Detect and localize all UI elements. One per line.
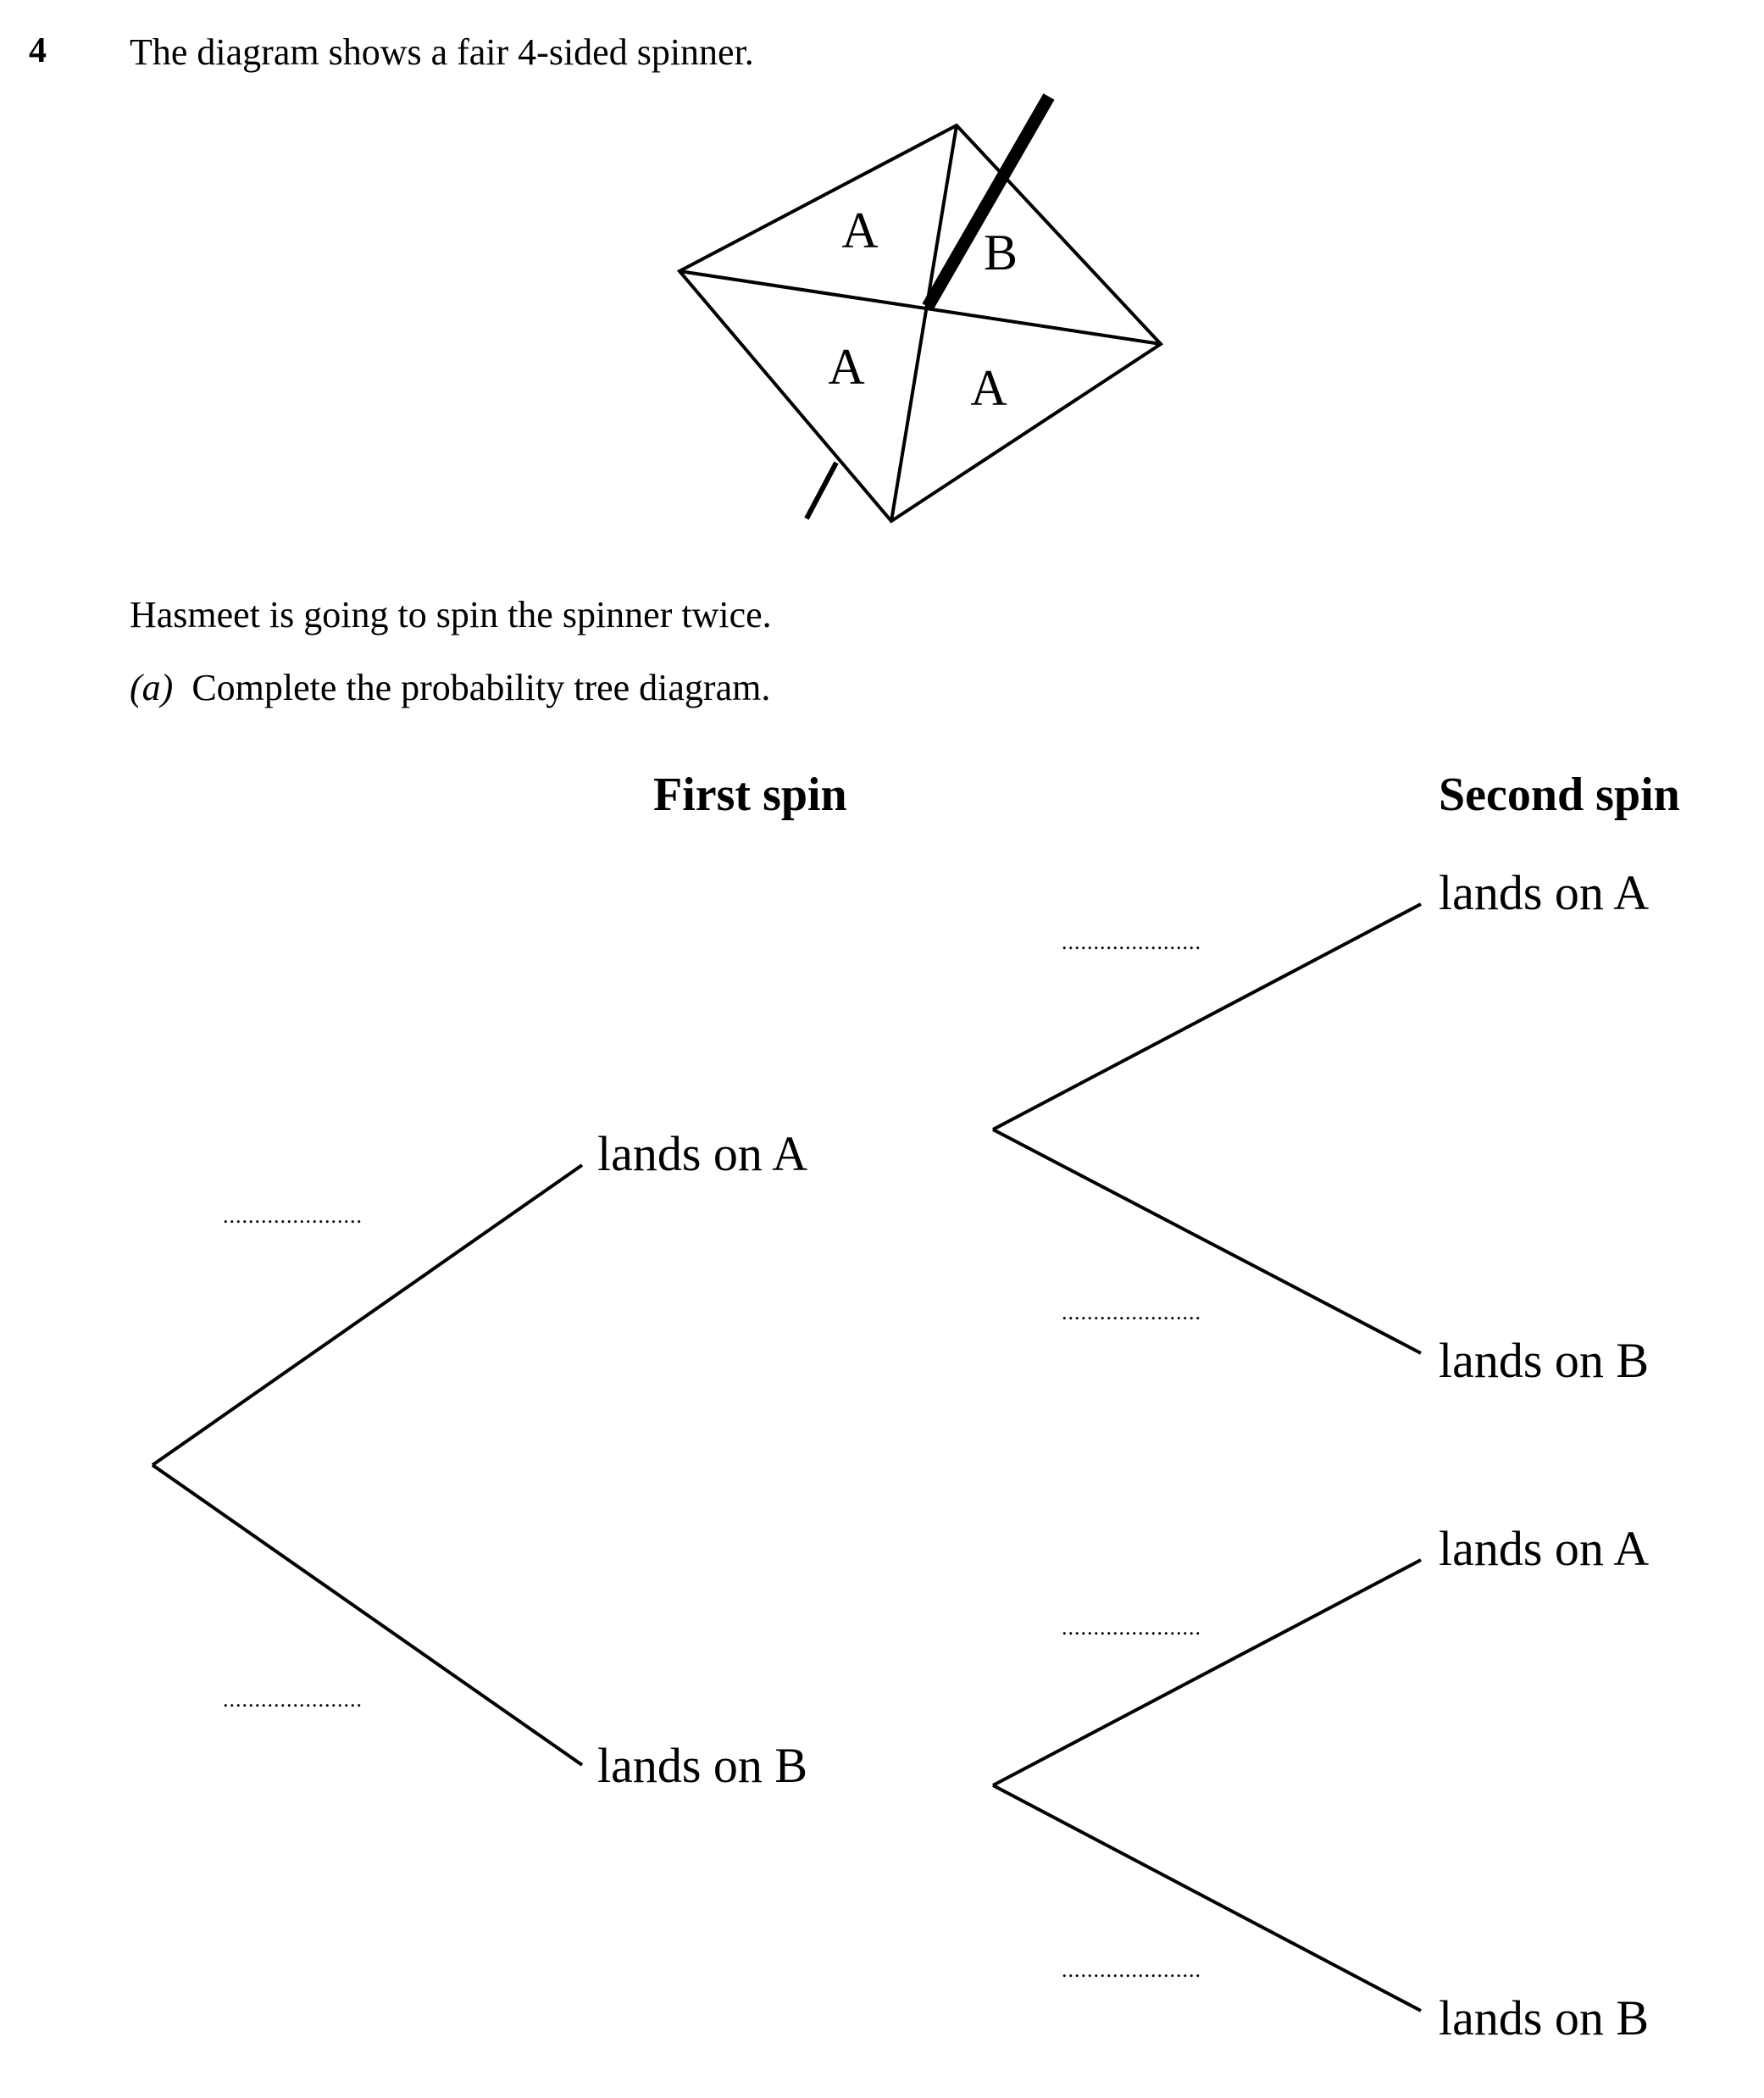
heading-first-spin: First spin	[653, 769, 847, 821]
part-a-label: (a)	[130, 667, 174, 708]
branch-first-a	[151, 1163, 584, 1467]
spinner-diagonal-2	[679, 269, 1162, 346]
answer-blank-a-then-b[interactable]: ......................	[1062, 1300, 1201, 1324]
intro-text: Hasmeet is going to spin the spinner twi…	[130, 594, 772, 636]
spinner-diagonal-1	[890, 125, 958, 522]
node-a-then-b: lands on B	[1439, 1333, 1650, 1388]
node-b-then-b: lands on B	[1439, 1990, 1650, 2045]
spinner-section-top: A	[841, 203, 878, 258]
spinner-section-right: B	[984, 225, 1018, 280]
branch-first-b	[151, 1463, 584, 1767]
answer-blank-first-b[interactable]: ......................	[223, 1687, 363, 1712]
branch-a-then-b	[992, 1128, 1422, 1355]
part-a: (a) Complete the probability tree diagra…	[130, 666, 770, 709]
spinner-section-left: A	[828, 339, 864, 395]
answer-blank-b-then-a[interactable]: ......................	[1062, 1615, 1201, 1640]
branch-a-then-a	[992, 902, 1422, 1131]
answer-blank-first-a[interactable]: ......................	[223, 1203, 363, 1228]
branch-b-then-a	[992, 1558, 1422, 1787]
node-first-a: lands on A	[597, 1126, 808, 1181]
heading-second-spin: Second spin	[1439, 769, 1680, 821]
question-text: The diagram shows a fair 4-sided spinner…	[130, 31, 754, 73]
node-b-then-a: lands on A	[1439, 1521, 1650, 1576]
spinner-pointer	[922, 93, 1055, 310]
tree-branches	[151, 902, 1422, 2012]
spinner-diagram	[676, 93, 1164, 524]
spinner-handle	[804, 461, 839, 520]
answer-blank-a-then-a[interactable]: ......................	[1062, 930, 1201, 954]
spinner-outline	[676, 123, 1164, 524]
question-number: 4	[29, 31, 47, 70]
answer-blank-b-then-b[interactable]: ......................	[1062, 1957, 1201, 1982]
part-a-text: Complete the probability tree diagram.	[191, 667, 771, 708]
node-a-then-a: lands on A	[1439, 865, 1650, 920]
branch-b-then-b	[992, 1784, 1422, 2012]
spinner-section-labels: A B A A	[828, 203, 1018, 416]
spinner-section-bottom: A	[970, 360, 1007, 416]
node-first-b: lands on B	[597, 1738, 808, 1793]
